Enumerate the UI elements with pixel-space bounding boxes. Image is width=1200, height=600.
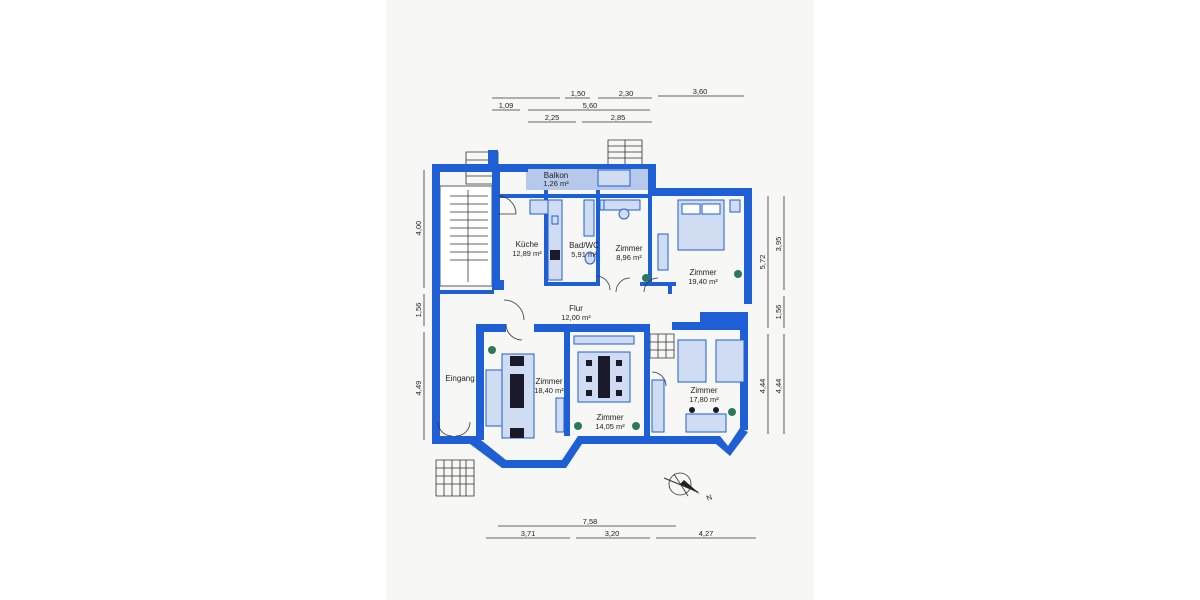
room-zimmer-living-area: 18,40 m² [534,386,564,395]
exterior-walls [432,150,752,468]
dim-bottom-3: 3,20 [605,529,620,538]
dim-bottom-4: 4,27 [699,529,714,538]
compass-north-label: N [705,492,713,502]
dim-top-5: 5,60 [583,101,598,110]
room-zimmer-small-area: 8,96 m² [616,253,642,262]
room-kueche-area: 12,89 m² [512,249,542,258]
paper-sheet [386,0,814,600]
balcony-area [526,166,654,190]
room-kueche-name: Küche [516,240,539,249]
dim-top-6: 2,25 [545,113,560,122]
dim-right-outer-1: 3,95 [774,237,783,252]
plants [488,270,742,430]
dim-top-2: 2,30 [619,89,634,98]
doors [437,195,667,437]
room-zimmer-small-name: Zimmer [615,244,642,253]
kitchen-counter [529,199,563,281]
room-zimmer-ne-area: 19,40 m² [688,277,718,286]
room-bad-name: Bad/WC [569,241,599,250]
double-bed [657,199,741,271]
interior-stairs [649,333,675,359]
small-room-desk [603,199,641,220]
dim-top-7: 2,85 [611,113,626,122]
room-zimmer-se-area: 17,80 m² [689,395,719,404]
dim-bottom-2: 3,71 [521,529,536,538]
dimensions-bottom: 7,58 3,71 3,20 4,27 [486,517,756,539]
room-zimmer-dining-name: Zimmer [596,413,623,422]
room-flur-area: 12,00 m² [561,313,591,322]
dimensions-right: 5,72 4,44 3,95 1,56 4,44 [758,196,785,434]
balcony-stairs [607,139,643,167]
entrance-stairs [435,459,475,497]
dim-bottom-1: 7,58 [583,517,598,526]
room-zimmer-dining-area: 14,05 m² [595,422,625,431]
dimensions-top: 1,50 2,30 3,60 1,09 5,60 2,25 2,85 [492,87,744,123]
dim-top-3: 3,60 [693,87,708,96]
dim-top-4: 1,09 [499,101,514,110]
living-room-furniture [485,353,565,439]
dim-left-1: 4,00 [414,221,423,236]
dim-right-outer-3: 4,44 [774,379,783,394]
dim-top-1: 1,50 [571,89,586,98]
room-balkon-name: Balkon [544,171,568,180]
room-bad-area: 5,91 m² [571,250,597,259]
room-zimmer-ne-name: Zimmer [689,268,716,277]
compass-icon: N [663,472,713,503]
room-zimmer-living-name: Zimmer [535,377,562,386]
twin-beds [651,339,745,433]
dim-left-3: 4,49 [414,381,423,396]
dim-left-2: 1,56 [414,303,423,318]
dim-right-inner-1: 5,72 [758,255,767,270]
room-eingang-name: Eingang [445,374,474,383]
dimensions-left: 4,00 1,56 4,49 [414,170,425,440]
room-zimmer-se-name: Zimmer [690,386,717,395]
dim-right-inner-2: 4,44 [758,379,767,394]
room-balkon-area: 1,26 m² [543,179,569,188]
dining-table [573,335,635,403]
stairwell [439,151,499,287]
balcony-table [597,169,631,187]
dim-right-outer-2: 1,56 [774,305,783,320]
interior-walls [440,190,748,444]
room-flur-name: Flur [569,304,583,313]
